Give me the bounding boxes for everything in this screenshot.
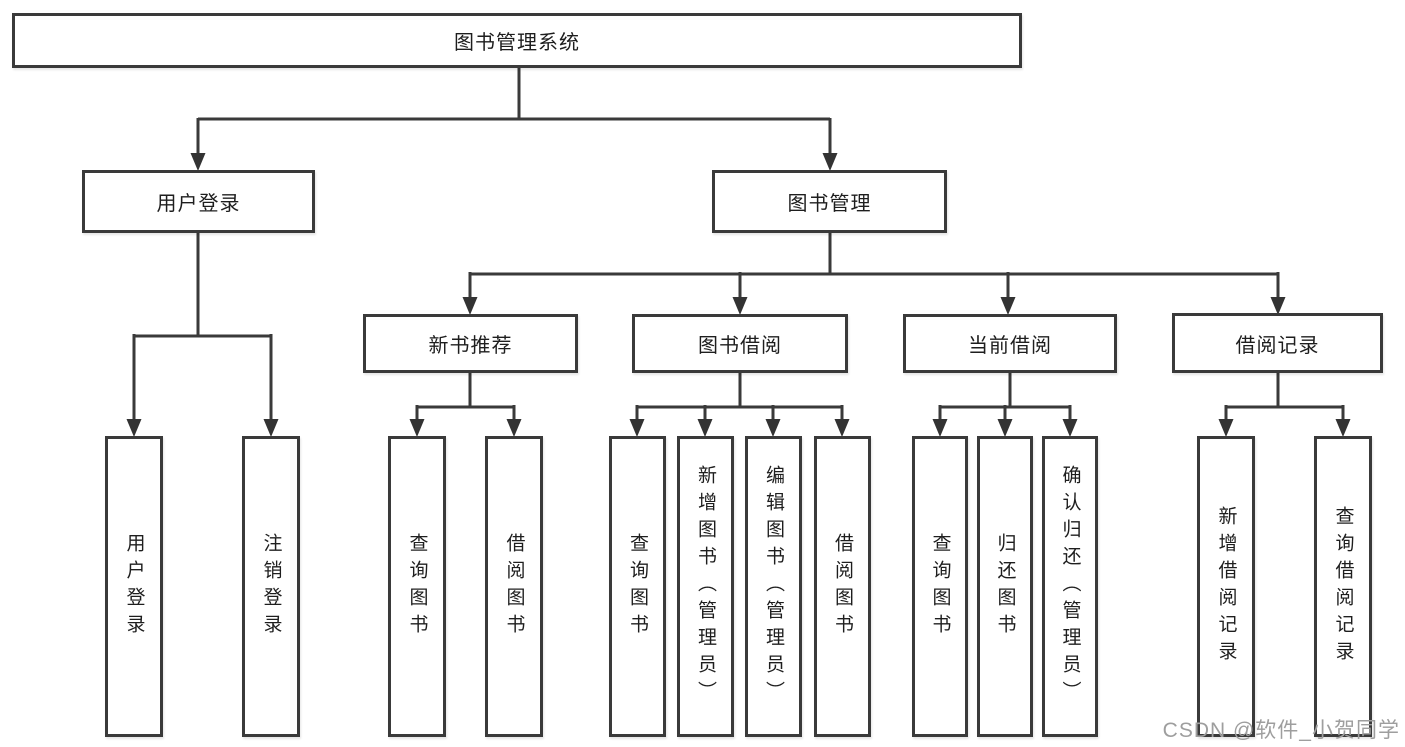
leaf-label: 注销登录 xyxy=(260,532,282,641)
leaf-label: 归还图书 xyxy=(994,532,1016,641)
leaf-label: 新增图书（管理员） xyxy=(695,465,716,708)
node-new-book-recommendation: 新书推荐 xyxy=(363,314,578,373)
leaf-query-books-recommend: 查询图书 xyxy=(388,436,446,737)
leaf-return-books: 归还图书 xyxy=(977,436,1033,737)
leaf-borrow-books-borrowing: 借阅图书 xyxy=(814,436,871,737)
leaf-query-borrow-record: 查询借阅记录 xyxy=(1314,436,1372,737)
node-label: 新书推荐 xyxy=(428,335,513,357)
node-label: 图书管理系统 xyxy=(454,32,580,54)
node-book-borrowing: 图书借阅 xyxy=(632,314,848,373)
node-user-login: 用户登录 xyxy=(82,170,315,233)
node-current-borrowing: 当前借阅 xyxy=(903,314,1117,373)
node-label: 借阅记录 xyxy=(1235,334,1320,357)
node-book-management: 图书管理 xyxy=(712,170,947,233)
leaf-label: 借阅图书 xyxy=(503,532,525,641)
leaf-label: 查询图书 xyxy=(627,532,648,641)
leaf-logout: 注销登录 xyxy=(242,436,300,737)
node-book-management-system: 图书管理系统 xyxy=(12,13,1022,68)
leaf-label: 用户登录 xyxy=(123,532,145,641)
leaf-label: 查询图书 xyxy=(406,532,428,641)
leaf-user-login: 用户登录 xyxy=(105,436,163,737)
leaf-add-books-admin: 新增图书（管理员） xyxy=(677,436,734,737)
leaf-borrow-books-recommend: 借阅图书 xyxy=(485,436,543,737)
leaf-label: 确认归还（管理员） xyxy=(1059,465,1081,708)
node-label: 图书借阅 xyxy=(698,335,782,357)
leaf-query-books-current: 查询图书 xyxy=(912,436,968,737)
leaf-label: 新增借阅记录 xyxy=(1215,505,1237,668)
leaf-query-books-borrowing: 查询图书 xyxy=(609,436,666,737)
node-label: 用户登录 xyxy=(156,193,241,215)
node-borrow-records: 借阅记录 xyxy=(1172,313,1383,373)
leaf-confirm-return-admin: 确认归还（管理员） xyxy=(1042,436,1098,737)
node-label: 当前借阅 xyxy=(968,335,1052,357)
leaf-add-borrow-record: 新增借阅记录 xyxy=(1197,436,1255,737)
leaf-label: 编辑图书（管理员） xyxy=(763,465,784,708)
leaf-label: 借阅图书 xyxy=(832,532,853,641)
leaf-label: 查询图书 xyxy=(929,532,951,641)
csdn-watermark: CSDN @软件_小贺同学 xyxy=(1162,719,1400,742)
leaf-edit-books-admin: 编辑图书（管理员） xyxy=(745,436,802,737)
node-label: 图书管理 xyxy=(787,193,872,215)
leaf-label: 查询借阅记录 xyxy=(1332,505,1354,668)
